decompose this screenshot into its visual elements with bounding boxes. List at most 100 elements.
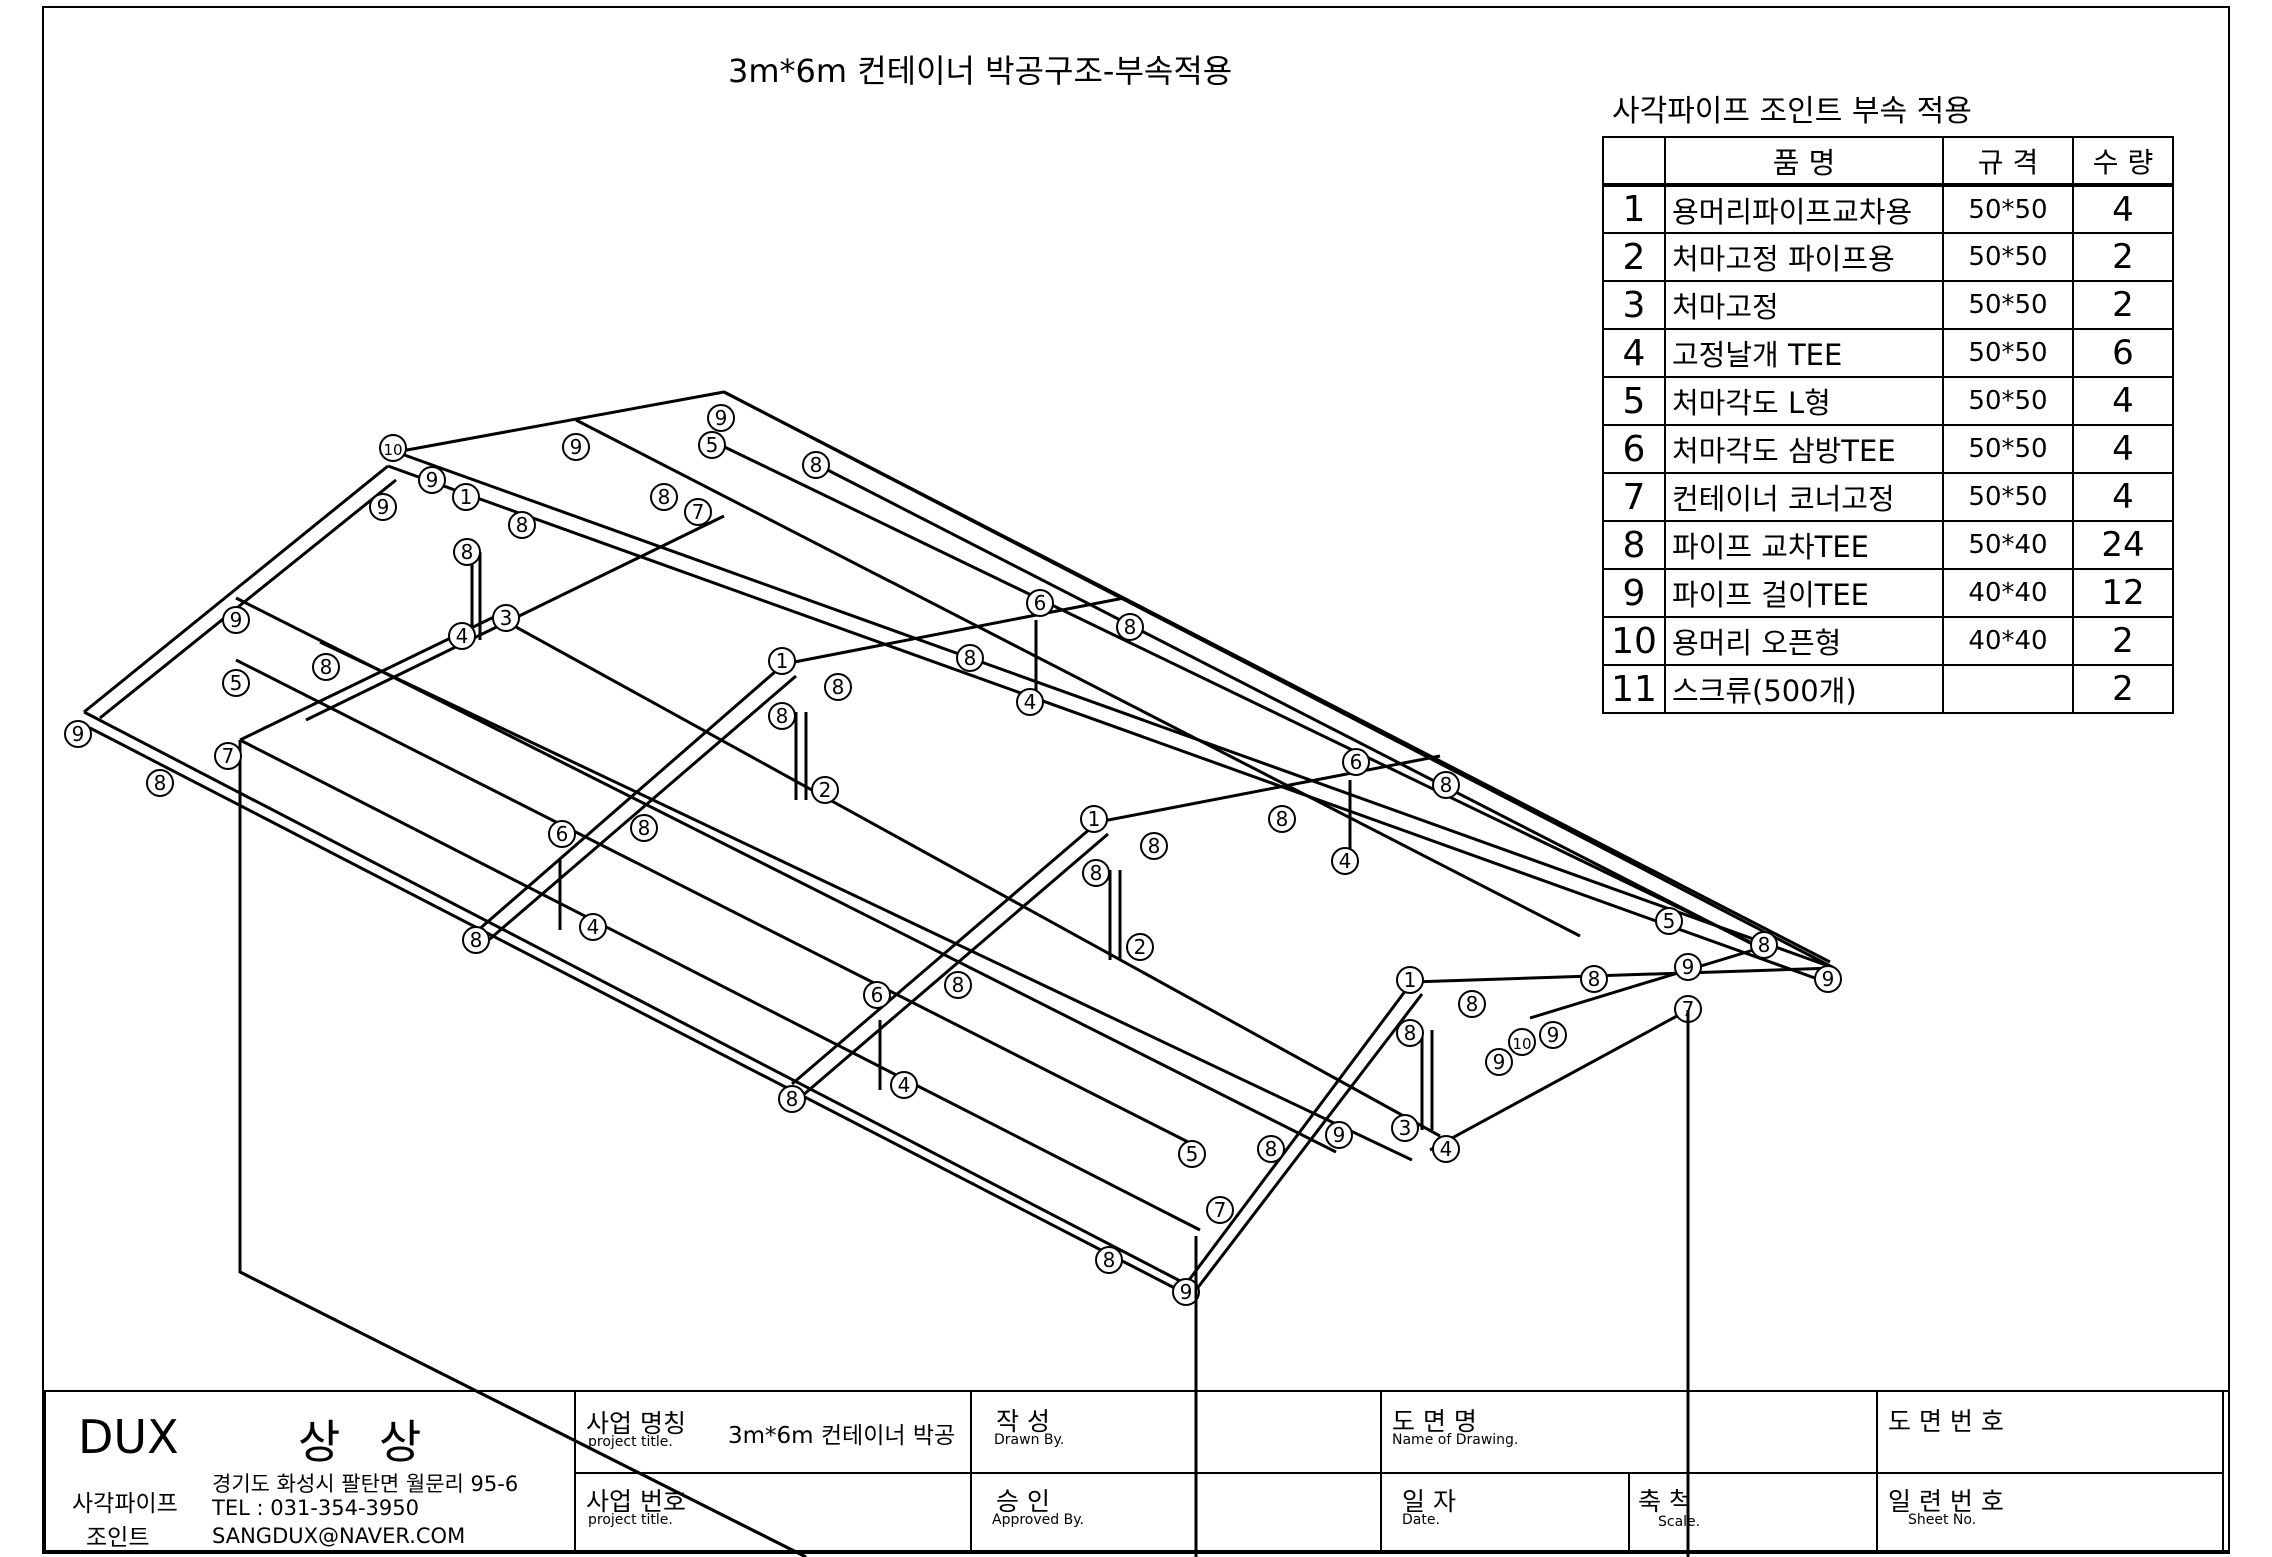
part-callout: 8 (824, 673, 852, 701)
callout-circle (492, 604, 520, 632)
header-spec: 규 격 (1942, 136, 2074, 187)
callout-circle (1750, 931, 1778, 959)
rafter-2 (475, 662, 785, 934)
part-callout: 5 (1655, 907, 1683, 935)
callout-circle (1674, 953, 1702, 981)
callout-number: 4 (1024, 690, 1037, 714)
part-name: 스크류(500개) (1664, 664, 1944, 714)
callout-number: 8 (1148, 834, 1161, 858)
callout-circle (508, 511, 536, 539)
callout-number: 6 (1034, 591, 1047, 615)
part-callout: 9 (1814, 965, 1842, 993)
callout-number: 5 (230, 671, 243, 695)
rafter-4 (1184, 981, 1414, 1285)
callout-circle (1126, 933, 1154, 961)
part-callout: 9 (64, 720, 92, 748)
part-name: 파이프 걸이TEE (1664, 568, 1944, 618)
callout-circle (548, 820, 576, 848)
drawing-name-sub: Name of Drawing. (1392, 1432, 1519, 1448)
callout-circle (890, 1071, 918, 1099)
callout-number: 1 (1404, 968, 1417, 992)
part-callout: 6 (548, 820, 576, 848)
back-rafter-3b (1529, 946, 1761, 1020)
callout-number: 9 (715, 406, 728, 430)
callout-circle (1485, 1048, 1513, 1076)
callout-circle (956, 644, 984, 672)
callout-number: 7 (692, 500, 705, 524)
callout-circle (369, 493, 397, 521)
part-no: 6 (1602, 424, 1666, 474)
front-purlin-2 (319, 640, 1413, 1162)
part-spec: 40*40 (1942, 616, 2074, 666)
part-callout: 9 (1485, 1048, 1513, 1076)
company-type-line2: 조인트 (86, 1525, 150, 1551)
part-callout: 6 (1342, 748, 1370, 776)
part-callout: 8 (1396, 1019, 1424, 1047)
callout-number: 5 (706, 433, 719, 457)
part-callout: 8 (956, 644, 984, 672)
callout-circle (630, 814, 658, 842)
project-no-sub: project title. (588, 1512, 673, 1528)
part-callout: 8 (1140, 832, 1168, 860)
part-qty: 4 (2072, 184, 2174, 234)
part-callout: 9 (1674, 953, 1702, 981)
approved-by-sub: Approved By. (992, 1512, 1084, 1528)
part-qty: 24 (2072, 520, 2174, 570)
date-sub: Date. (1402, 1512, 1440, 1528)
part-callout: 8 (778, 1085, 806, 1113)
callout-circle (1432, 771, 1460, 799)
part-callout: 4 (579, 913, 607, 941)
callout-number: 9 (377, 495, 390, 519)
part-callout: 9 (562, 433, 590, 461)
part-qty: 2 (2072, 232, 2174, 282)
parts-table-title: 사각파이프 조인트 부속 적용 (1612, 94, 1972, 129)
part-callout: 8 (1458, 990, 1486, 1018)
callout-number: 8 (1758, 933, 1771, 957)
callout-number: 3 (500, 606, 513, 630)
callout-number: 4 (1339, 849, 1352, 873)
callout-number: 8 (776, 704, 789, 728)
date-label: 일 자 (1402, 1487, 1456, 1516)
part-no: 3 (1602, 280, 1666, 330)
callout-circle (1257, 1135, 1285, 1163)
callout-number: 8 (638, 816, 651, 840)
part-callout: 8 (462, 926, 490, 954)
part-callout: 8 (1116, 613, 1144, 641)
company-email: SANGDUX@NAVER.COM (212, 1524, 466, 1548)
scale-label: 축 척 (1638, 1487, 1692, 1516)
part-callout: 3 (1391, 1114, 1419, 1142)
callout-circle (214, 742, 242, 770)
header-name: 품 명 (1664, 136, 1944, 187)
company-brand: DUX (78, 1410, 179, 1464)
callout-circle (944, 971, 972, 999)
callout-number: 7 (222, 744, 235, 768)
front-eave-pipe-inner (89, 726, 1191, 1298)
callout-number: 5 (1663, 909, 1676, 933)
part-name: 처마고정 (1664, 280, 1944, 330)
sheet-no-sub: Sheet No. (1908, 1512, 1977, 1528)
part-spec: 50*50 (1942, 232, 2074, 282)
callout-circle (1539, 1021, 1567, 1049)
callout-circle (1268, 805, 1296, 833)
callout-circle (462, 926, 490, 954)
callout-number: 4 (1440, 1137, 1453, 1161)
callout-circle (1331, 847, 1359, 875)
callout-circle (453, 538, 481, 566)
callout-circle (312, 653, 340, 681)
callout-circle (811, 776, 839, 804)
callout-circle (1391, 1114, 1419, 1142)
callout-number: 8 (320, 655, 333, 679)
container-back-top (1429, 1008, 1689, 1152)
callout-circle (650, 483, 678, 511)
part-callout: 5 (698, 431, 726, 459)
part-qty: 2 (2072, 664, 2174, 714)
callout-number: 10 (383, 441, 402, 459)
callout-number: 2 (819, 778, 832, 802)
back-purlin-2 (709, 438, 1751, 944)
callout-number: 1 (776, 649, 789, 673)
part-callout: 10 (379, 434, 407, 462)
front-eave-pipe (83, 710, 1187, 1286)
